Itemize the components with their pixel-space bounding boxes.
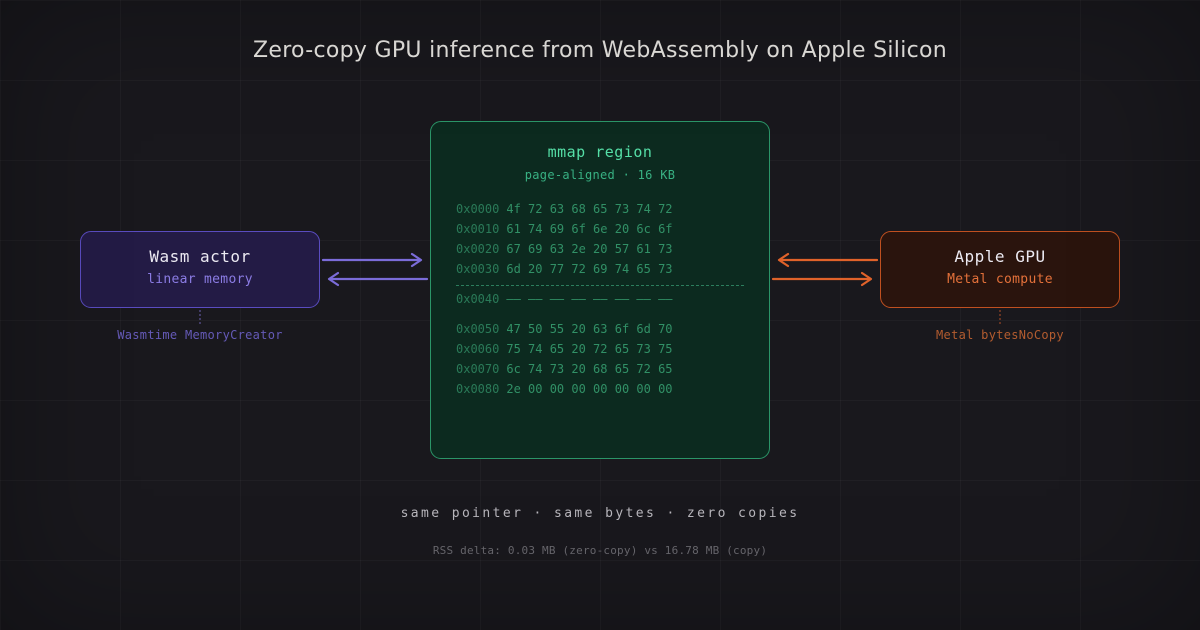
hex-row-bytes: 6c 74 73 20 68 65 72 65 (506, 362, 673, 376)
apple-gpu-node: Apple GPU Metal compute (880, 231, 1120, 308)
apple-gpu-title: Apple GPU (954, 247, 1046, 266)
arrow-right-head-icon (860, 271, 873, 287)
page-title: Zero-copy GPU inference from WebAssembly… (252, 38, 948, 63)
hex-row: 0x0050 47 50 55 20 63 6f 6d 70 (456, 319, 744, 339)
wasm-caption-connector (199, 310, 201, 324)
hex-row-bytes: 4f 72 63 68 65 73 74 72 (506, 202, 673, 216)
hex-row: 0x0010 61 74 69 6f 6e 20 6c 6f (456, 219, 744, 239)
gpu-mmap-arrows (771, 252, 879, 287)
wasm-mmap-arrows (321, 252, 429, 287)
hex-row: 0x0030 6d 20 77 72 69 74 65 73 (456, 259, 744, 279)
hex-dump: 0x0000 4f 72 63 68 65 73 74 72 0x0010 61 74… (431, 199, 769, 399)
mmap-region-subtitle: page-aligned · 16 KB (524, 168, 676, 182)
hex-row: 0x0070 6c 74 73 20 68 65 72 65 (456, 359, 744, 379)
hex-row-bytes: 47 50 55 20 63 6f 6d 70 (506, 322, 673, 336)
apple-gpu-subtitle: Metal compute (947, 272, 1053, 287)
hex-row-address: 0x0050 (456, 322, 500, 336)
hex-row-address: 0x0010 (456, 222, 500, 236)
hex-row-address: 0x0020 (456, 242, 500, 256)
hex-row-bytes: —— —— —— —— —— —— —— —— (506, 292, 673, 306)
arrow-right-head-icon (410, 252, 423, 268)
hex-row-address: 0x0060 (456, 342, 500, 356)
hex-row-address: 0x0080 (456, 382, 500, 396)
hex-row: 0x0000 4f 72 63 68 65 73 74 72 (456, 199, 744, 219)
wasm-actor-title: Wasm actor (149, 247, 251, 266)
gpu-caption: Metal bytesNoCopy (936, 328, 1064, 342)
wasm-actor-subtitle: linear memory (147, 272, 253, 287)
hex-row-address: 0x0040 (456, 292, 500, 306)
arrow-left-head-icon (777, 252, 790, 268)
gpu-caption-connector (999, 310, 1001, 324)
footer-detail: RSS delta: 0.03 MB (zero-copy) vs 16.78 … (432, 544, 768, 557)
hex-row-page-boundary: 0x0040 —— —— —— —— —— —— —— —— (456, 285, 744, 309)
hex-row-bytes: 6d 20 77 72 69 74 65 73 (506, 262, 673, 276)
hex-row: 0x0020 67 69 63 2e 20 57 61 73 (456, 239, 744, 259)
mmap-region-title: mmap region (547, 143, 653, 161)
hex-row-bytes: 67 69 63 2e 20 57 61 73 (506, 242, 673, 256)
mmap-region-node: mmap region page-aligned · 16 KB 0x0000 4… (430, 121, 770, 459)
hex-row: 0x0060 75 74 65 20 72 65 73 75 (456, 339, 744, 359)
hex-row-address: 0x0000 (456, 202, 500, 216)
hex-row-bytes: 2e 00 00 00 00 00 00 00 (506, 382, 673, 396)
wasm-actor-node: Wasm actor linear memory (80, 231, 320, 308)
wasm-caption: Wasmtime MemoryCreator (117, 328, 283, 342)
hex-row-address: 0x0070 (456, 362, 500, 376)
arrow-left-head-icon (327, 271, 340, 287)
footer-summary: same pointer · same bytes · zero copies (400, 506, 800, 521)
hex-row: 0x0080 2e 00 00 00 00 00 00 00 (456, 379, 744, 399)
hex-row-address: 0x0030 (456, 262, 500, 276)
hex-row-bytes: 75 74 65 20 72 65 73 75 (506, 342, 673, 356)
hex-row-bytes: 61 74 69 6f 6e 20 6c 6f (506, 222, 673, 236)
